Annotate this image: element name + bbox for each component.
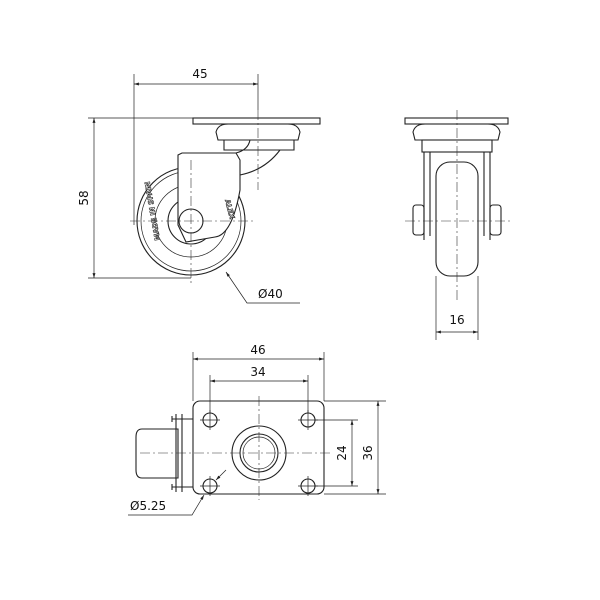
wheel-top	[135, 428, 179, 479]
front-view: 16	[404, 110, 510, 340]
hole-diameter-arrow	[215, 469, 227, 481]
diameter-leader	[225, 271, 300, 304]
wheel-marking-left: MADE IN SPAIN	[144, 181, 162, 241]
swivel-housing	[412, 123, 501, 141]
bottom-view: 46 34 24 36 Ø5.25	[128, 343, 386, 516]
axle-nut-right	[489, 204, 502, 236]
dimension-label-hole-spacing-y: 24	[335, 445, 349, 460]
dimension-label-width: 45	[192, 67, 207, 81]
swivel-housing	[215, 123, 301, 141]
mounting-plate	[404, 117, 509, 125]
fork-legs	[423, 152, 491, 240]
dimension-label-plate-height: 36	[361, 445, 375, 460]
dimension-label-hole-diameter: Ø5.25	[130, 499, 166, 513]
fork-arm	[235, 139, 294, 176]
dimension-label-wheel-width: 16	[449, 313, 464, 327]
dimension-label-diameter: Ø40	[258, 287, 283, 301]
dimension-label-height: 58	[77, 190, 91, 205]
hole-center-marks	[200, 410, 318, 496]
dimension-label-plate-width: 46	[250, 343, 265, 357]
swivel-neck	[223, 140, 295, 151]
dimension-label-hole-spacing-x: 34	[250, 365, 265, 379]
side-view: MADE IN SPAIN ALEX 45 58 Ø40	[77, 67, 321, 304]
mounting-plate	[192, 117, 321, 125]
mounting-plate-top	[192, 400, 325, 495]
hole-diameter-leader	[128, 494, 205, 516]
axle-nut-left	[412, 204, 425, 236]
